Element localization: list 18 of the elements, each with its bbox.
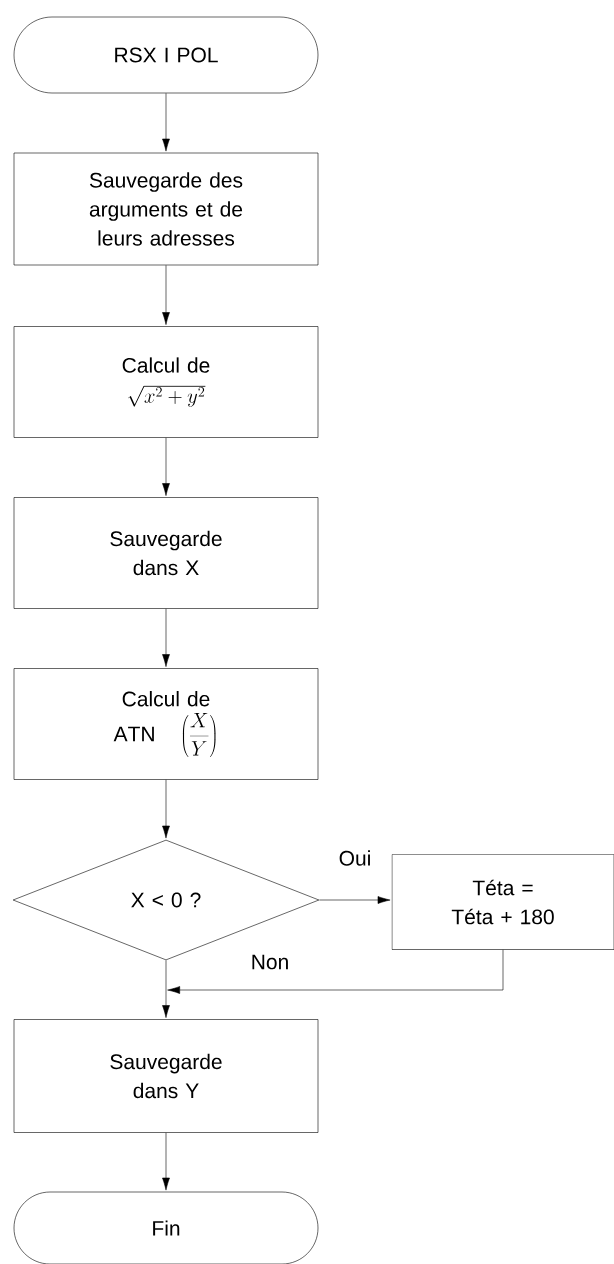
arrow bbox=[162, 93, 170, 152]
arrow bbox=[319, 896, 391, 904]
arrow bbox=[162, 779, 170, 839]
arrow bbox=[162, 265, 170, 325]
process-box: Calcul de $\mathrm{ATN}\quad\left(\frac{X}{Y}\right)$ bbox=[13, 668, 319, 780]
process-box: Téta = Téta + 180 bbox=[391, 854, 614, 950]
process-box: Sauvegarde dans Y bbox=[13, 1019, 319, 1133]
process-box: Sauvegarde dans X bbox=[13, 497, 319, 609]
process-box: Calcul de $\sqrt{x^2 + y^2}$ bbox=[13, 326, 319, 438]
arrow bbox=[162, 608, 170, 667]
arrow bbox=[162, 960, 170, 1018]
edge-label: Oui bbox=[337, 849, 373, 867]
arrow bbox=[162, 437, 170, 496]
arrow bbox=[162, 1132, 170, 1191]
process-box: Sauvegarde des arguments et de leurs adresses bbox=[13, 152, 319, 266]
terminal-box: RSX I POL bbox=[13, 16, 319, 94]
terminal-box: Fin bbox=[13, 1191, 319, 1264]
arrow bbox=[167, 949, 504, 994]
